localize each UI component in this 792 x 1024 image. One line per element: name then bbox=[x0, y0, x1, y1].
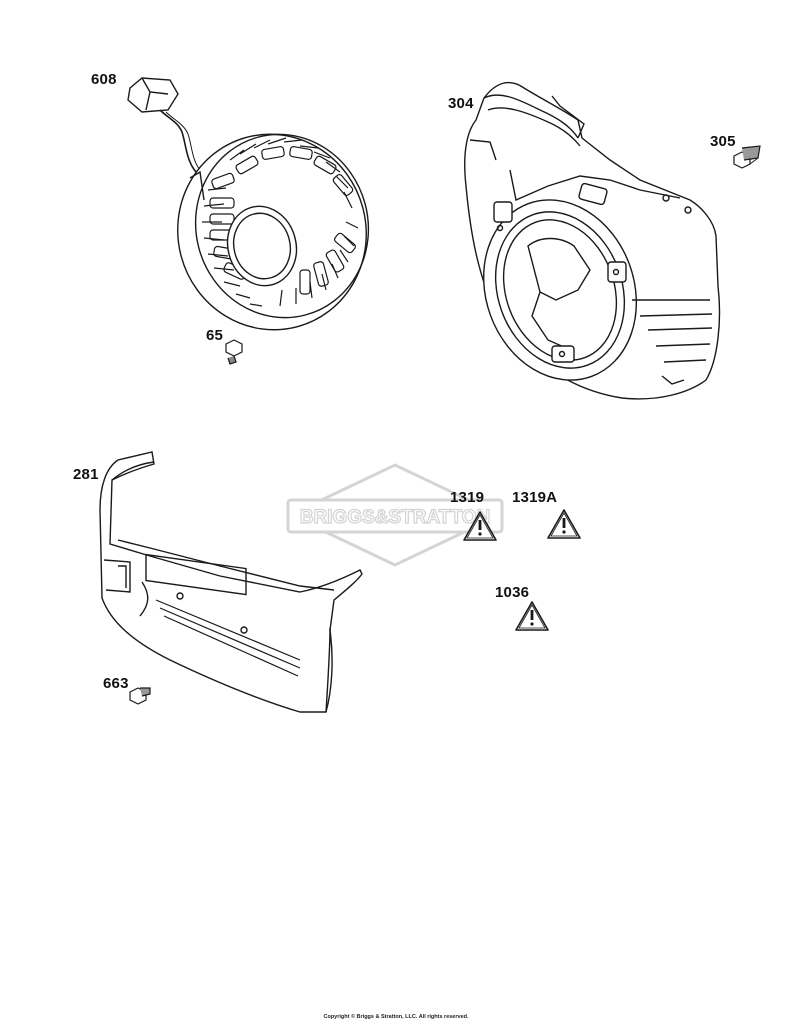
part-label-663: 663 bbox=[103, 675, 129, 692]
shroud-drawing bbox=[99, 451, 363, 713]
watermark-text: BRIGGS&STRATTON bbox=[300, 507, 490, 528]
screw-65-drawing bbox=[225, 339, 243, 365]
warning-icon-1319 bbox=[463, 511, 497, 541]
screw-663-drawing bbox=[129, 687, 151, 705]
part-label-1319: 1319 bbox=[450, 489, 485, 506]
warning-icon-1036 bbox=[515, 601, 549, 631]
blower-housing-drawing bbox=[464, 81, 721, 400]
copyright-notice: Copyright © Briggs & Stratton, LLC. All … bbox=[323, 1014, 469, 1020]
part-label-65: 65 bbox=[206, 327, 224, 344]
part-label-1036: 1036 bbox=[495, 584, 530, 601]
part-label-305: 305 bbox=[710, 133, 736, 150]
part-label-608: 608 bbox=[91, 71, 117, 88]
part-label-304: 304 bbox=[448, 95, 474, 112]
warning-icon-1319A bbox=[547, 509, 581, 539]
rewind-starter-drawing bbox=[127, 77, 370, 331]
part-label-1319A: 1319A bbox=[512, 489, 558, 506]
briggs-stratton-watermark-logo: BRIGGS&STRATTON bbox=[286, 463, 504, 567]
part-label-281: 281 bbox=[73, 466, 99, 483]
screw-305-drawing bbox=[733, 145, 761, 169]
